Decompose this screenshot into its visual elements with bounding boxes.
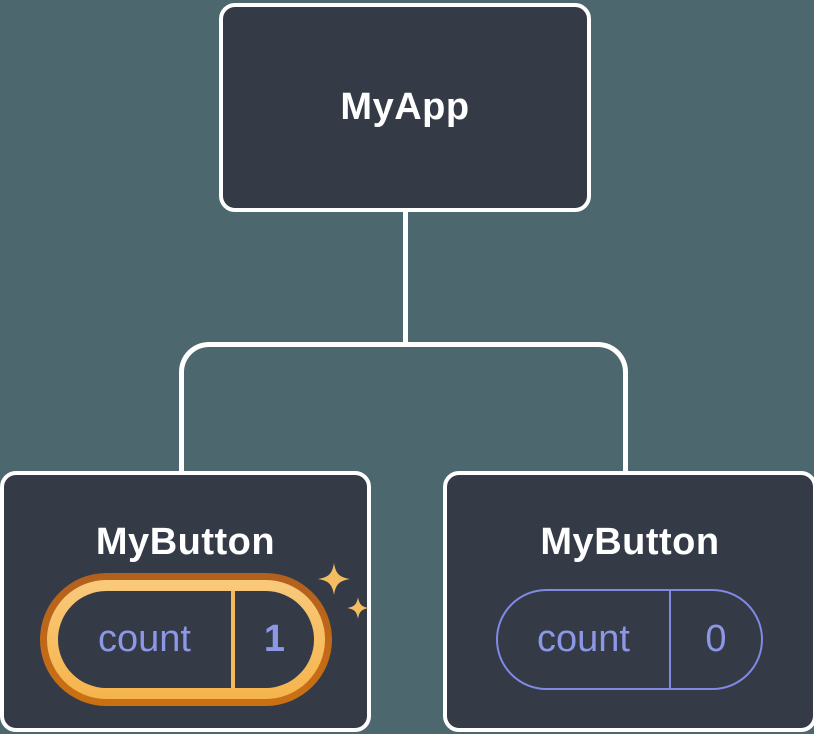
state-pill: count 0 — [496, 589, 763, 690]
state-pill-divider — [669, 591, 671, 688]
state-key-label: count — [98, 618, 191, 660]
state-pill-highlight-ring: count 1 — [47, 580, 325, 699]
connector-branch — [179, 342, 628, 474]
node-mybutton-inactive: MyButton count 0 — [443, 471, 814, 732]
connector-root-stem — [403, 208, 408, 347]
node-myapp: MyApp — [219, 3, 591, 212]
node-mybutton-active-label: MyButton — [95, 521, 276, 563]
state-pill-divider — [231, 591, 235, 688]
node-myapp-label: MyApp — [340, 86, 470, 128]
state-key-label: count — [537, 618, 630, 660]
state-pill-highlighted: count 1 — [40, 573, 332, 706]
state-value: 1 — [263, 618, 286, 660]
sparkles-icon — [318, 563, 369, 619]
node-mybutton-inactive-label: MyButton — [540, 521, 720, 563]
state-pill-body: count 1 — [58, 591, 314, 688]
state-value: 0 — [705, 618, 727, 660]
node-mybutton-active: MyButton count 1 — [0, 471, 371, 732]
